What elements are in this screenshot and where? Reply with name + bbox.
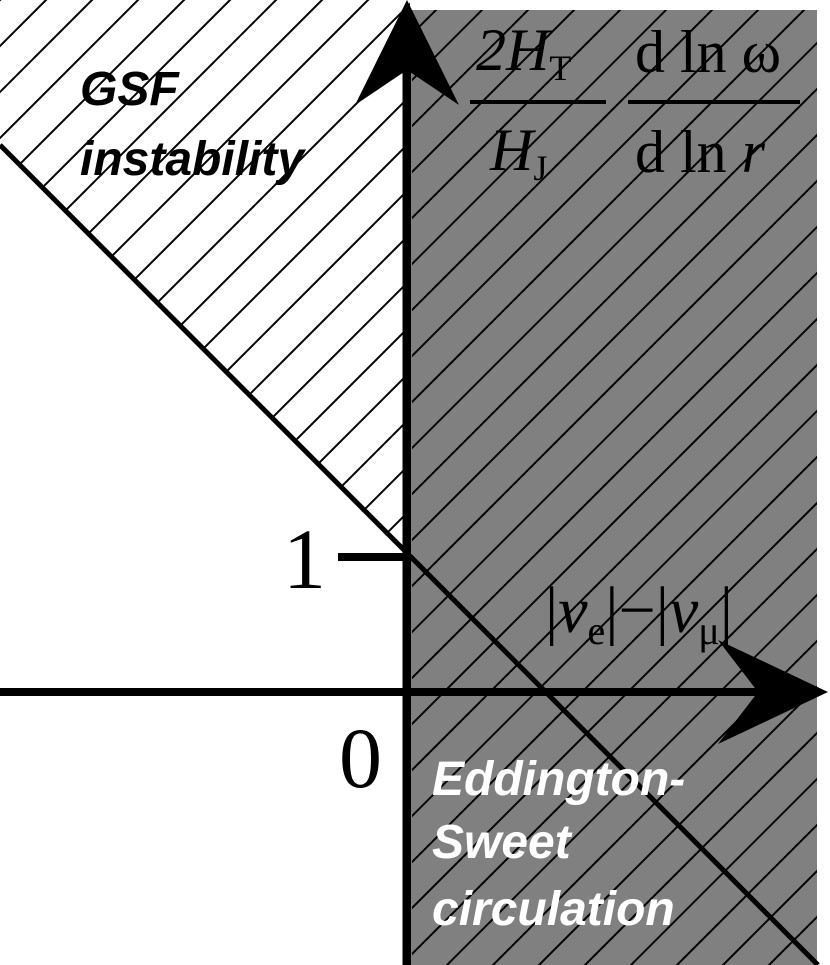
x-axis-arrowhead bbox=[718, 640, 828, 744]
hatch-line bbox=[412, 501, 817, 910]
frac1-numerator: 2HT bbox=[476, 17, 571, 88]
origin-label: 0 bbox=[339, 710, 382, 806]
es-label-line1: Eddington- bbox=[432, 753, 685, 806]
y-axis-arrowhead bbox=[355, 0, 459, 105]
frac2-denominator: d ln r bbox=[635, 119, 766, 185]
hatch-line bbox=[412, 455, 817, 864]
gsf-label-line1: GSF bbox=[80, 63, 180, 116]
es-label-line3: circulation bbox=[432, 883, 675, 936]
hatch-line bbox=[412, 547, 817, 956]
y-tick-label: 1 bbox=[283, 511, 326, 607]
hatch-line bbox=[412, 409, 817, 818]
x-axis-label: |νe|−|νμ| bbox=[545, 574, 733, 653]
y-axis-label: 2HT HJ d ln ω d ln r bbox=[470, 17, 800, 188]
shaded-region bbox=[412, 10, 817, 965]
hatch-line bbox=[491, 639, 817, 965]
frac2-numerator: d ln ω bbox=[635, 19, 781, 85]
hatch-line bbox=[412, 317, 817, 726]
gsf-label-line2: instability bbox=[80, 133, 306, 186]
es-label-line2: Sweet bbox=[432, 816, 573, 869]
hatch-line bbox=[412, 363, 817, 772]
hatch-line bbox=[412, 271, 817, 680]
frac1-denominator: HJ bbox=[489, 117, 547, 188]
